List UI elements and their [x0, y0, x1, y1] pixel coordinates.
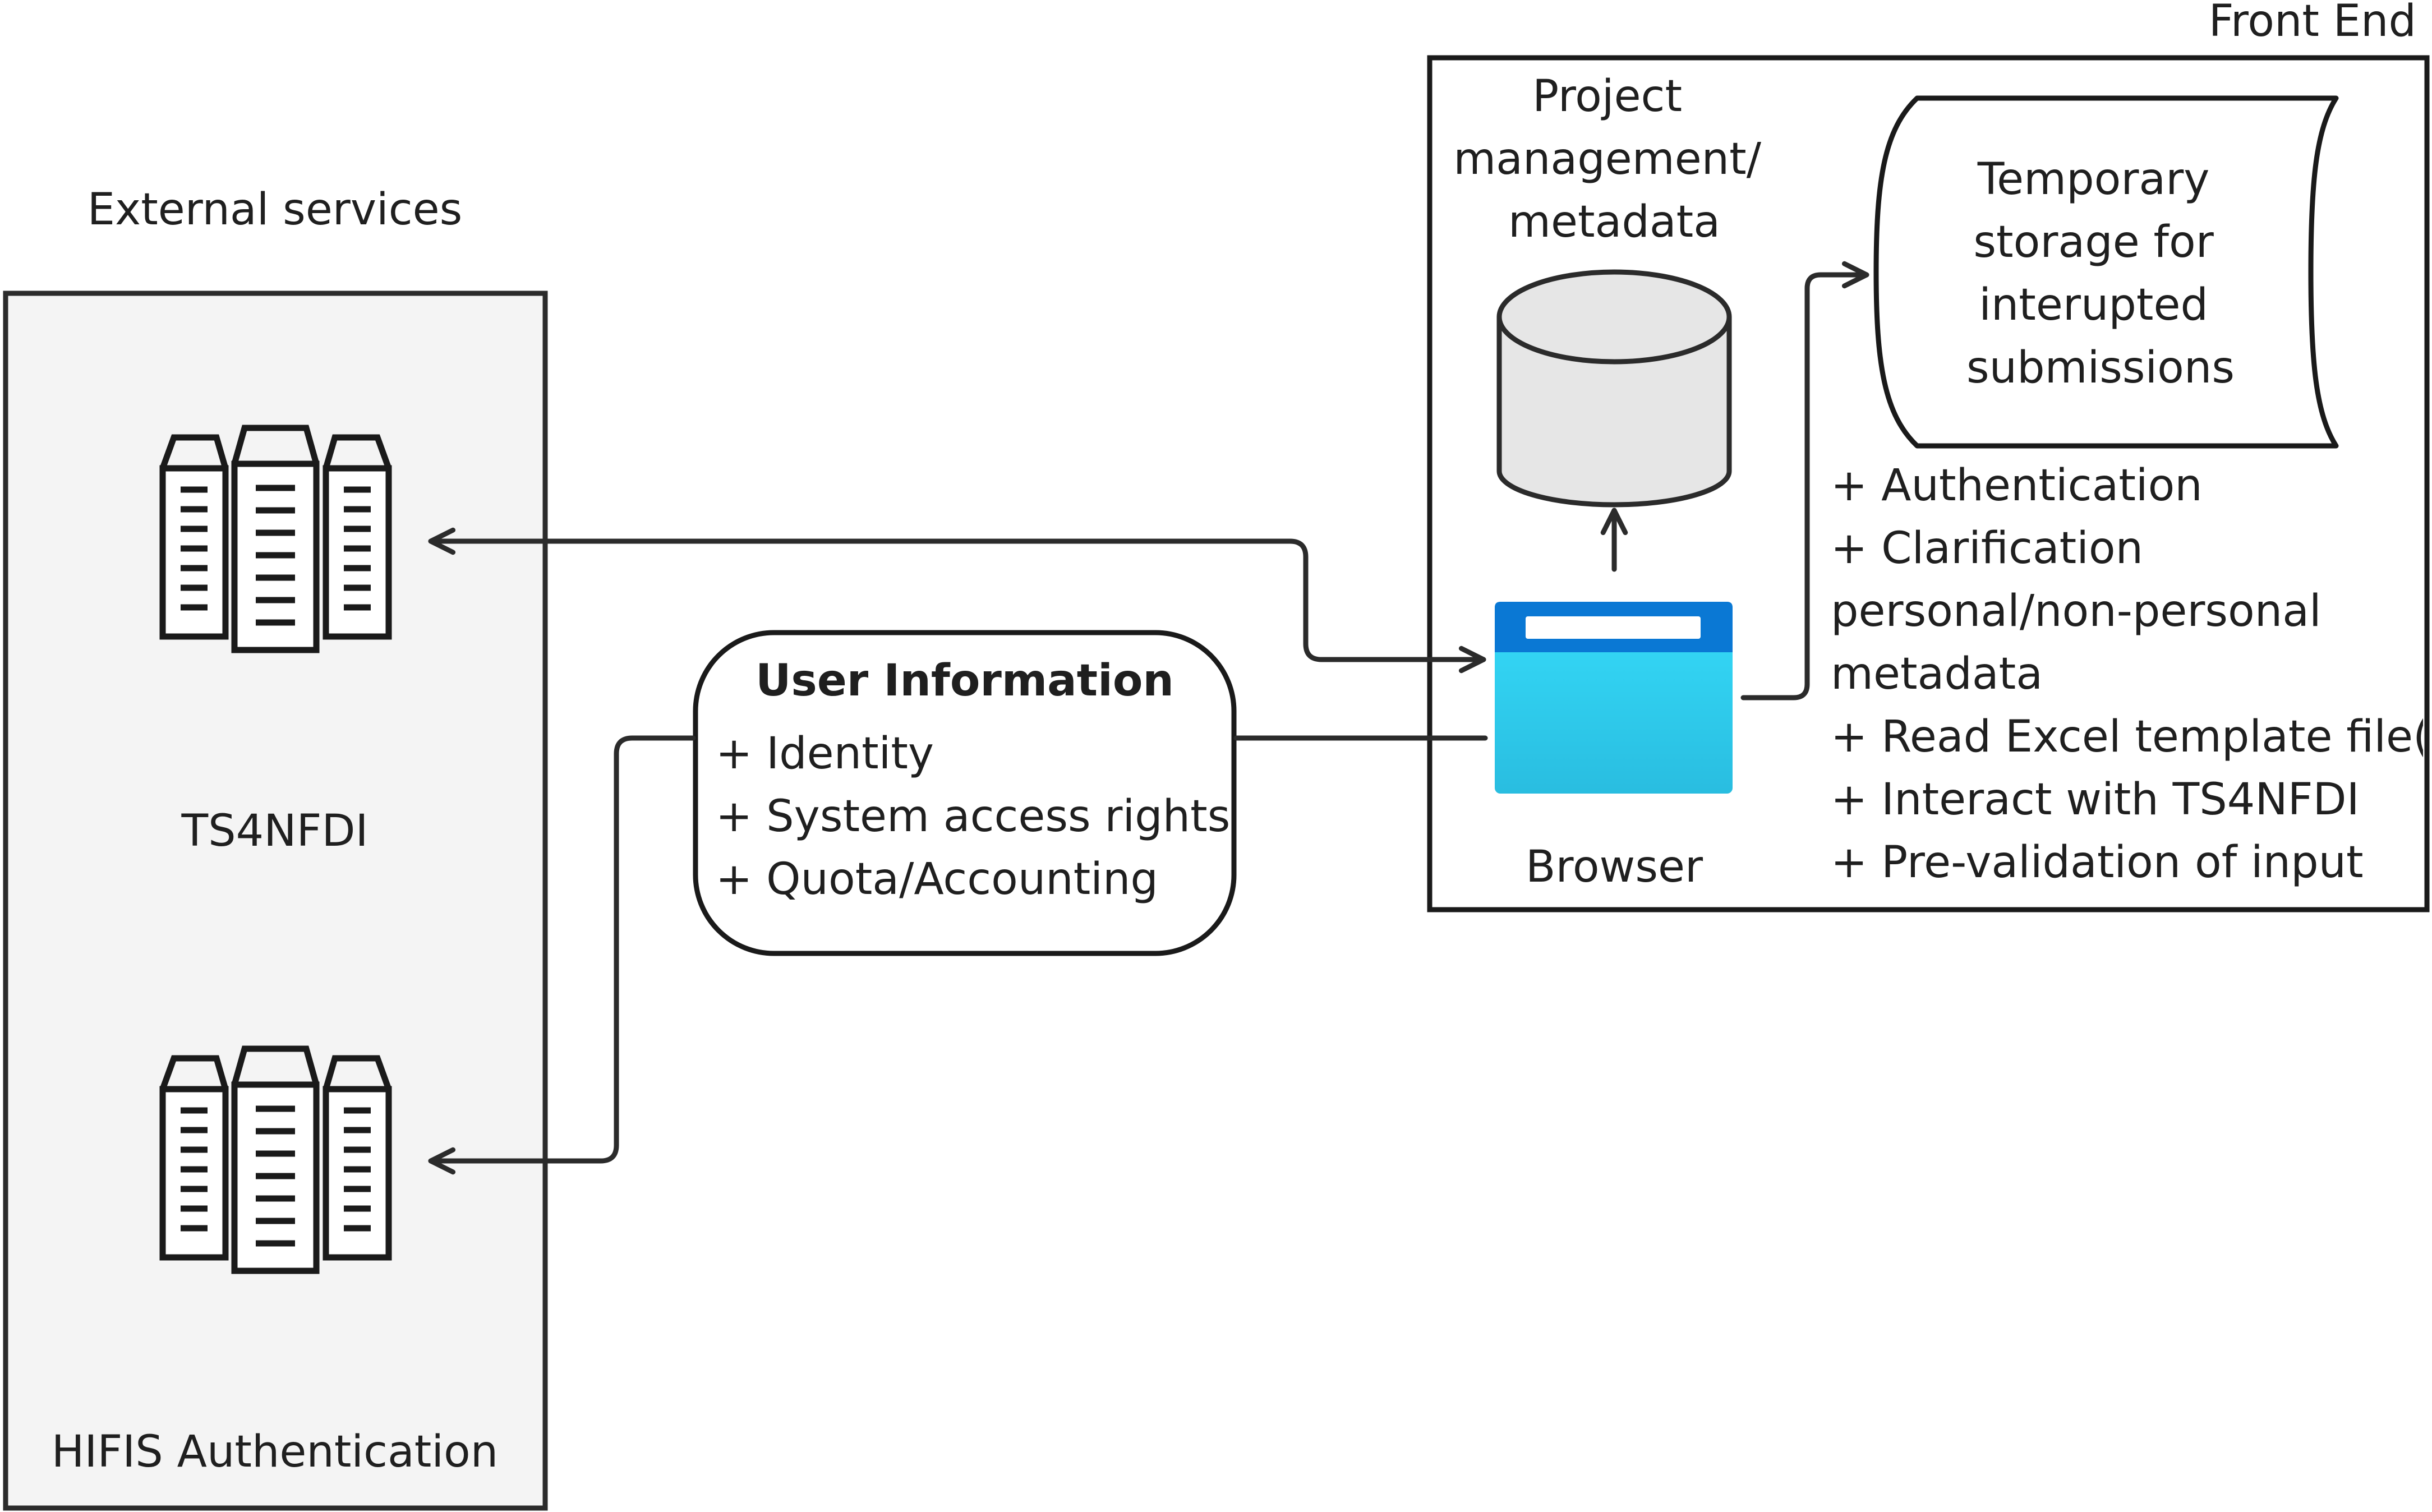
user-information-items: + Identity + System access rights + Quot…: [716, 729, 1244, 905]
browser-label: Browser: [1526, 842, 1703, 892]
temporary-storage-label: Temporary storage for interupted submiss…: [1966, 154, 2235, 393]
feature-item: + Read Excel template file(s): [1831, 712, 2432, 762]
userinfo-hifis-connector: [428, 735, 696, 1175]
svg-text:+ Authentication + C: + Authentication + Clarification persona…: [1831, 460, 2432, 888]
ts4nfdi-label: TS4NFDI: [181, 806, 368, 856]
hifis-server-icon: [159, 1045, 392, 1274]
feature-item: metadata: [1831, 649, 2043, 699]
front-end-group: Front End Project management/ metadata T…: [1427, 0, 2432, 912]
feature-item: + Clarification: [1831, 523, 2143, 574]
feature-item: personal/non-personal: [1831, 586, 2322, 637]
external-services-group: External services: [3, 185, 548, 1511]
hifis-authentication-label: HIFIS Authentication: [52, 1427, 498, 1477]
front-end-feature-list: + Authentication + Clarification persona…: [1831, 460, 2432, 888]
project-database-label: Project management/ metadata: [1453, 71, 1775, 247]
user-information-item: + Identity: [716, 729, 934, 779]
feature-item: + Authentication: [1831, 460, 2203, 511]
temporary-storage-shape: [1873, 95, 2339, 449]
user-information-title: User Information: [756, 656, 1174, 706]
user-information-group: User Information + Identity + System acc…: [693, 630, 1244, 956]
feature-item: + Interact with TS4NFDI: [1831, 775, 2360, 825]
browser-storage-connector: [1740, 261, 1869, 700]
feature-item: + Pre-validation of input: [1831, 837, 2364, 888]
front-end-title: Front End: [2209, 0, 2416, 47]
external-services-title: External services: [87, 185, 462, 235]
user-information-item: + System access rights: [716, 791, 1230, 842]
connectors: [428, 261, 1869, 1175]
ts4nfdi-browser-connector: [428, 527, 1486, 674]
browser-icon: [1495, 602, 1733, 794]
ts4nfdi-server-icon: [159, 425, 392, 653]
project-database-icon: [1496, 269, 1732, 508]
user-information-item: + Quota/Accounting: [716, 854, 1158, 905]
